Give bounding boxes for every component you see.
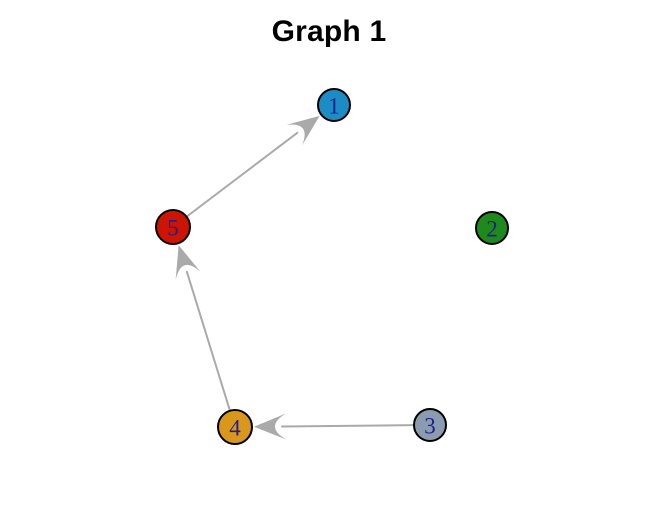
graph-node-5[interactable]: 5 bbox=[155, 209, 191, 245]
graph-edge-3-to-4 bbox=[253, 413, 415, 440]
graph-node-1[interactable]: 1 bbox=[317, 88, 351, 122]
graph-node-4[interactable]: 4 bbox=[217, 409, 253, 445]
node-circle[interactable] bbox=[475, 211, 509, 245]
edge-line bbox=[185, 270, 231, 411]
node-label: 4 bbox=[229, 416, 241, 441]
node-circle[interactable] bbox=[155, 209, 191, 245]
graph-edge-4-to-5 bbox=[175, 245, 231, 411]
page-title: Graph 1 bbox=[271, 15, 387, 48]
node-label: 5 bbox=[167, 216, 179, 241]
graph-node-3[interactable]: 3 bbox=[413, 408, 447, 442]
node-circle[interactable] bbox=[413, 408, 447, 442]
graph-edge-5-to-1 bbox=[186, 115, 320, 218]
edges-layer bbox=[175, 115, 415, 440]
node-label: 3 bbox=[424, 414, 436, 439]
edge-arrowhead bbox=[286, 115, 320, 146]
node-label: 2 bbox=[486, 217, 498, 242]
graph-node-2[interactable]: 2 bbox=[475, 211, 509, 245]
nodes-layer: 1 2 3 4 5 bbox=[155, 88, 509, 445]
edge-arrowhead bbox=[253, 413, 287, 440]
edge-arrowhead bbox=[175, 245, 201, 280]
edge-line bbox=[186, 131, 299, 218]
node-circle[interactable] bbox=[217, 409, 253, 445]
node-label: 1 bbox=[328, 94, 340, 119]
edge-line bbox=[280, 424, 415, 428]
node-circle[interactable] bbox=[317, 88, 351, 122]
